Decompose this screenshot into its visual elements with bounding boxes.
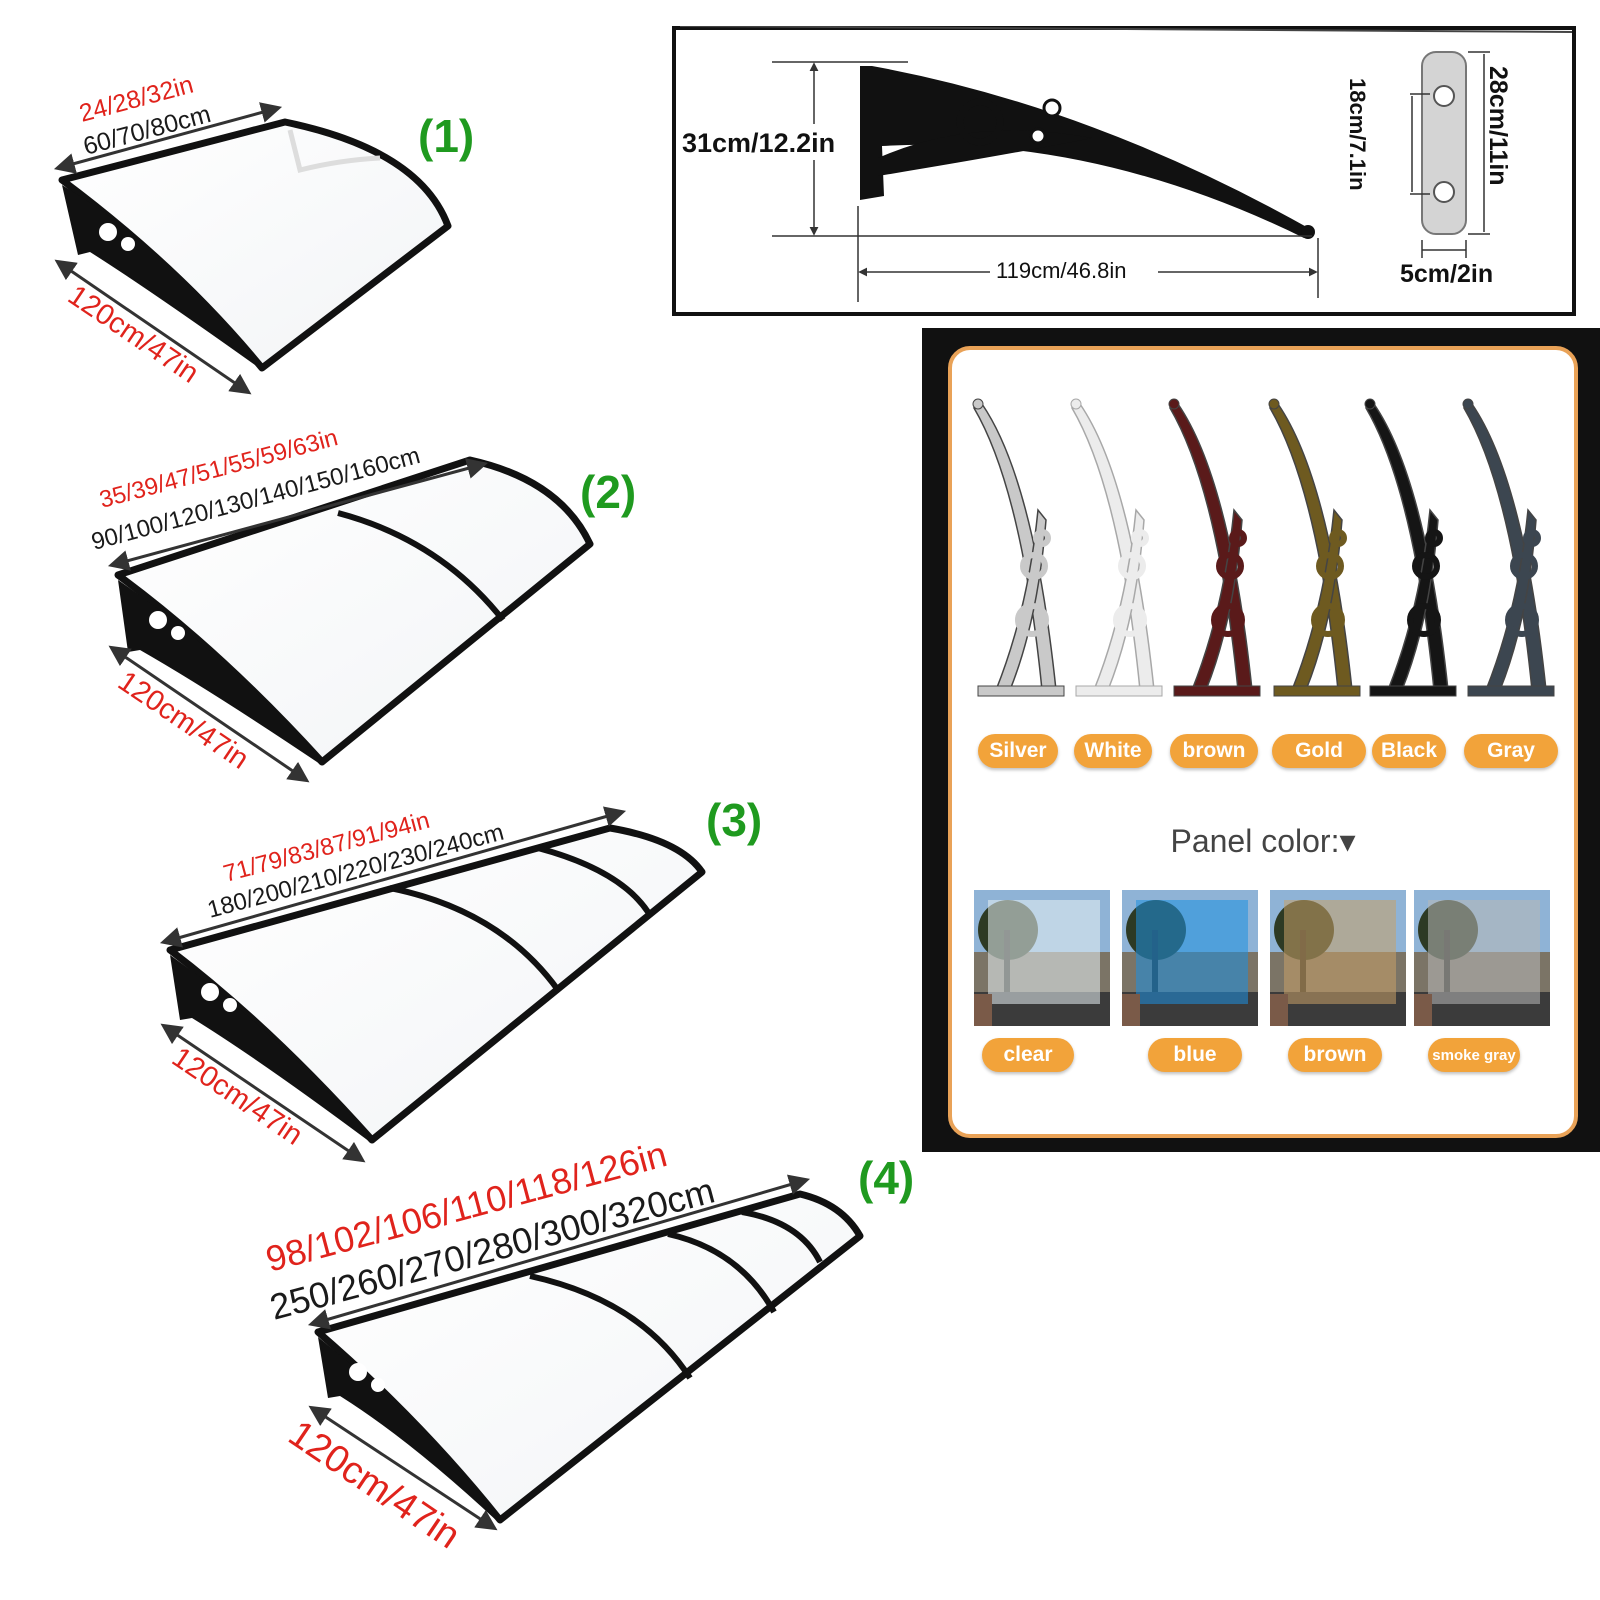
- bracket-sample-white: [1070, 398, 1163, 697]
- bracket-color-label-white: White: [1074, 734, 1152, 768]
- awning-3-depth-arrow: [160, 1023, 366, 1163]
- spec-plate-width-label: 5cm/2in: [1400, 260, 1493, 288]
- bracket-color-label-gold: Gold: [1272, 734, 1366, 768]
- bracket-sample-gold: [1268, 398, 1361, 697]
- bracket-spec-drawing: 31cm/12.2in 119cm/46.8in 18cm/7.1in 28cm…: [672, 26, 1576, 316]
- awning-3-number: (3): [706, 794, 762, 846]
- spec-hole-label: 18cm/7.1in: [1345, 78, 1370, 191]
- bracket-sample-silver: [972, 398, 1065, 697]
- awning-2-width-arrow: [107, 458, 489, 571]
- bracket-sample-gray: [1462, 398, 1555, 697]
- panel-color-heading: Panel color:▾: [1170, 823, 1356, 859]
- awning-3: 71/79/83/87/91/94in 180/200/210/220/230/…: [159, 794, 762, 1163]
- panel-color-label-brown: brown: [1288, 1038, 1382, 1072]
- spec-height-label: 31cm/12.2in: [682, 128, 835, 158]
- awning-2: 35/39/47/51/55/59/63in 90/100/120/130/14…: [89, 424, 636, 783]
- panel-color-label-smoke-gray: smoke gray: [1428, 1038, 1520, 1072]
- panel-color-label-clear: clear: [982, 1038, 1074, 1072]
- awning-4-depth-arrow: [308, 1405, 498, 1531]
- awning-1-number: (1): [418, 110, 474, 162]
- bracket-sample-black: [1364, 398, 1457, 697]
- panel-color-label-blue: blue: [1148, 1038, 1242, 1072]
- spec-length-label: 119cm/46.8in: [996, 258, 1126, 283]
- awning-2-depth-arrow: [108, 645, 310, 783]
- bracket-color-label-brown: brown: [1170, 734, 1258, 768]
- awning-1: 24/28/32in 60/70/80cm 120cm/47in (1): [53, 71, 474, 395]
- bracket-color-label-black: Black: [1372, 734, 1446, 768]
- spec-plate-height-label: 28cm/11in: [1484, 66, 1512, 186]
- awning-4: 98/102/106/110/118/126in 250/260/270/280…: [261, 1133, 914, 1557]
- awning-4-number: (4): [858, 1152, 914, 1204]
- panel-sample-brown: [1270, 890, 1406, 1026]
- awning-4-width-arrow: [307, 1174, 811, 1330]
- bracket-color-label-silver: Silver: [978, 734, 1058, 768]
- awning-3-width-arrow: [159, 806, 627, 948]
- awning-2-number: (2): [580, 466, 636, 518]
- panel-sample-smoke-gray: [1414, 890, 1550, 1026]
- panel-sample-clear: [974, 890, 1110, 1026]
- spec-top-rail: [679, 26, 1573, 33]
- bracket-color-samples: [972, 398, 1555, 697]
- spec-mount-plate: [1421, 51, 1467, 235]
- awning-diagrams: 24/28/32in 60/70/80cm 120cm/47in (1) 35/…: [53, 71, 914, 1557]
- panel-sample-blue: [1122, 890, 1258, 1026]
- bracket-sample-brown: [1168, 398, 1261, 697]
- awning-1-back-bracket: [287, 129, 381, 174]
- awning-1-width-arrow: [53, 102, 283, 174]
- spec-bracket: [860, 66, 1315, 239]
- bracket-color-label-gray: Gray: [1464, 734, 1558, 768]
- awning-1-depth-arrow: [54, 259, 252, 395]
